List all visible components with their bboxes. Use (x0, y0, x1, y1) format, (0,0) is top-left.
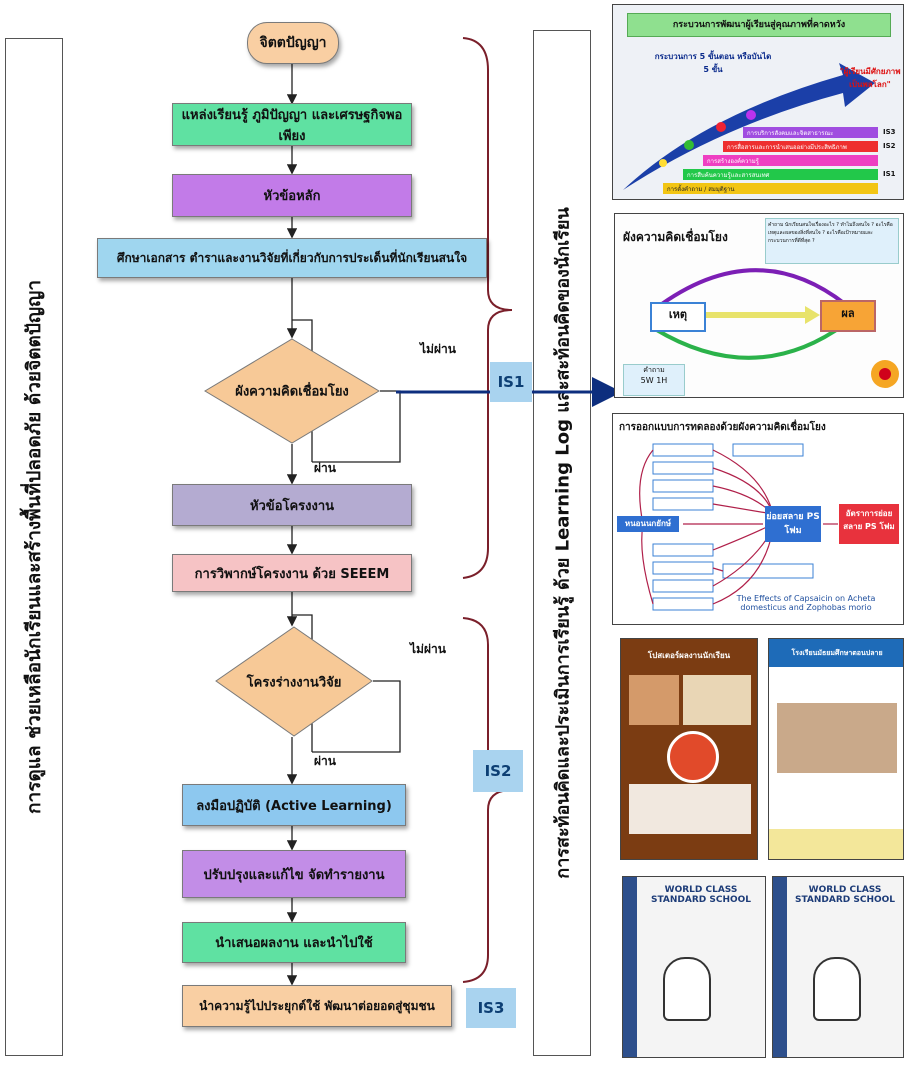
thumb2-5w1h: 5W 1H (640, 376, 668, 385)
thumb1-is1: IS1 (883, 170, 896, 178)
thumb1-step-2: การสื่อสารและการนำเสนออย่างมีประสิทธิภาพ (727, 144, 847, 151)
pass2-label: ผ่าน (314, 754, 336, 768)
is1-label: IS1 (490, 362, 532, 402)
left-vertical-panel: การดูแล ช่วยเหลือนักเรียนและสร้างพื้นที่… (5, 38, 63, 1056)
step-main-topic: หัวข้อหลัก (172, 174, 412, 217)
step9-label: นำความรู้ไปประยุกต์ใช้ พัฒนาต่อยอดสู่ชุม… (199, 998, 435, 1013)
thumb-student-poster: โปสเตอร์ผลงานนักเรียน (620, 638, 758, 860)
decision1-label: ผังความคิดเชื่อมโยง (235, 384, 349, 400)
thumb4-photo-2 (683, 675, 751, 725)
thumb3-insect: หนอนนกยักษ์ (617, 516, 679, 532)
thumb4-title: โปสเตอร์ผลงานนักเรียน (647, 651, 731, 660)
thumb2-qlabel: คำถาม (643, 366, 665, 374)
thumb2-effect: ผล (820, 300, 876, 332)
thumb7-cartoon (813, 957, 861, 1021)
decision-mindmap: ผังความคิดเชื่อมโยง (204, 338, 380, 444)
thumb7-spine (773, 877, 787, 1057)
pass1-label: ผ่าน (314, 461, 336, 475)
step-learning-sources: แหล่งเรียนรู้ ภูมิปัญญา และเศรษฐกิจพอเพี… (172, 103, 412, 146)
thumb-development-process: กระบวนการพัฒนาผู้เรียนสู่คุณภาพที่คาดหวั… (612, 4, 904, 200)
thumb1-step-4: การสืบค้นความรู้และสารสนเทศ (687, 172, 770, 179)
thumb1-goal: "ผู้เรียนมีศักยภาพเป็นพลโลก" (839, 67, 901, 89)
step8-label: นำเสนอผลงาน และนำไปใช้ (215, 936, 373, 951)
step5-label: การวิพากษ์โครงงาน ด้วย SEEEM (194, 566, 390, 582)
brace-top (462, 37, 513, 579)
step3-label: ศึกษาเอกสาร ตำราและงานวิจัยที่เกี่ยวกับก… (116, 250, 468, 265)
thumb5-title: โรงเรียนมัธยมศึกษาตอนปลาย (769, 639, 903, 667)
thumb3-caption: The Effects of Capsaicin on Acheta domes… (736, 594, 876, 612)
thumb1-is3: IS3 (883, 128, 896, 136)
thumb2-cause: เหตุ (650, 302, 706, 332)
start-label: จิตตปัญญา (259, 35, 327, 51)
thumb1-title: กระบวนการพัฒนาผู้เรียนสู่คุณภาพที่คาดหวั… (627, 13, 891, 37)
thumb6-logo: WORLD CLASS STANDARD SCHOOL (650, 885, 752, 905)
thumb6-cartoon (663, 957, 711, 1021)
step2-label: หัวข้อหลัก (263, 189, 321, 204)
start-node: จิตตปัญญา (247, 22, 339, 64)
middle-vertical-panel: การสะท้อนคิดและประเมินการเรียนรู้ ด้วย L… (533, 30, 591, 1056)
thumb6-spine (623, 877, 637, 1057)
step-present-apply: นำเสนอผลงาน และนำไปใช้ (182, 922, 406, 963)
thumb1-step-5: การตั้งคำถาม / สมมุติฐาน (667, 186, 735, 193)
thumb1-step-1: การบริการสังคมและจิตสาธารณะ (747, 130, 834, 137)
step-active-learning: ลงมือปฏิบัติ (Active Learning) (182, 784, 406, 826)
thumb5-footer (769, 829, 903, 859)
thumb-experiment-design: การออกแบบการทดลองด้วยผังความคิดเชื่อมโยง… (612, 413, 904, 625)
thumb-booklet-2: WORLD CLASS STANDARD SCHOOL (772, 876, 904, 1058)
thumb3-decompose: ย่อยสลาย PS โฟม (765, 506, 821, 542)
fail2-label: ไม่ผ่าน (410, 642, 446, 656)
thumb4-photo-3 (629, 784, 751, 834)
step-revise-report: ปรับปรุงและแก้ไข จัดทำรายงาน (182, 850, 406, 898)
step4-label: หัวข้อโครงงาน (249, 498, 335, 514)
thumb3-rate: อัตราการย่อยสลาย PS โฟม (839, 504, 899, 544)
step-study-documents: ศึกษาเอกสาร ตำราและงานวิจัยที่เกี่ยวกับก… (97, 238, 487, 278)
thumb1-subtitle: กระบวนการ 5 ขั้นตอน หรือบันได 5 ขั้น (654, 52, 772, 74)
thumb2-qbox: คำถาม 5W 1H (623, 364, 685, 396)
thumb1-step-3: การสร้างองค์ความรู้ (707, 158, 759, 165)
thumb4-seal (667, 731, 719, 783)
fail1-label: ไม่ผ่าน (420, 342, 456, 356)
thumb2-question: คำถาม นักเรียนสนใจเรื่องอะไร ? ทำไมถึงสน… (765, 218, 899, 264)
is2-label: IS2 (473, 750, 523, 792)
step-apply-community: นำความรู้ไปประยุกต์ใช้ พัฒนาต่อยอดสู่ชุม… (182, 985, 452, 1027)
step-project-topic: หัวข้อโครงงาน (172, 484, 412, 526)
step7-label: ปรับปรุงและแก้ไข จัดทำรายงาน (203, 867, 385, 883)
thumb4-photo-1 (629, 675, 679, 725)
step6-label: ลงมือปฏิบัติ (Active Learning) (196, 798, 392, 814)
thumb3-title: การออกแบบการทดลองด้วยผังความคิดเชื่อมโยง (619, 422, 826, 433)
decision2-label: โครงร่างงานวิจัย (246, 675, 342, 690)
thumb2-title: ผังความคิดเชื่อมโยง (623, 230, 728, 244)
is3-label: IS3 (466, 988, 516, 1028)
brace-bottom (462, 617, 513, 983)
thumb7-logo: WORLD CLASS STANDARD SCHOOL (794, 885, 896, 905)
thumb-booklet-1: WORLD CLASS STANDARD SCHOOL (622, 876, 766, 1058)
step-critique-seeem: การวิพากษ์โครงงาน ด้วย SEEEM (172, 554, 412, 592)
decision-research-outline: โครงร่างงานวิจัย (215, 626, 373, 737)
step1-label: แหล่งเรียนรู้ ภูมิปัญญา และเศรษฐกิจพอเพี… (181, 107, 403, 144)
thumb-report-cover: โรงเรียนมัธยมศึกษาตอนปลาย (768, 638, 904, 860)
thumb1-is2: IS2 (883, 142, 896, 150)
thumb-cause-effect: ผังความคิดเชื่อมโยง คำถาม นักเรียนสนใจเร… (614, 213, 904, 398)
thumb5-photo (777, 703, 897, 773)
